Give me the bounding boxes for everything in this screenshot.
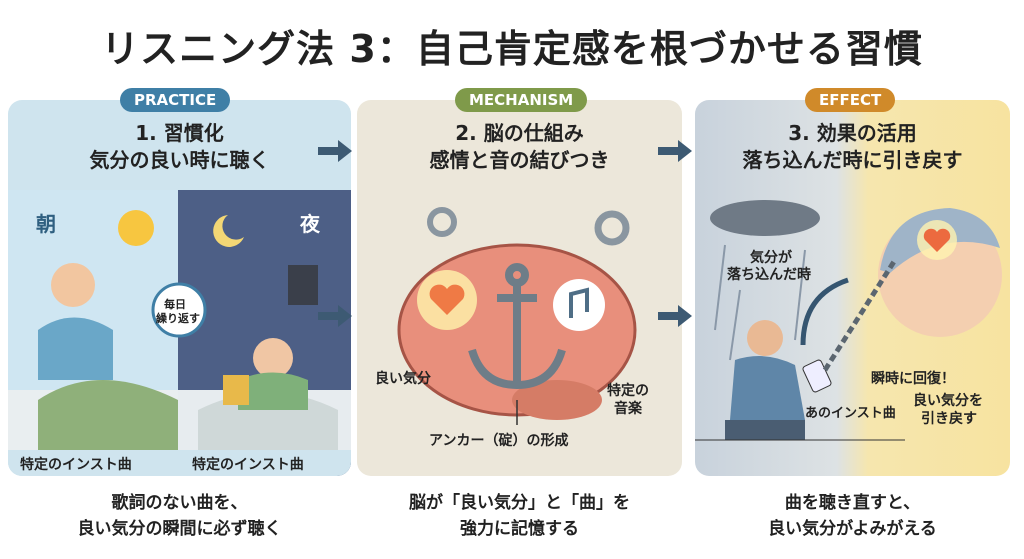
chain-icon bbox=[822, 258, 898, 372]
arrow-right-icon bbox=[318, 305, 352, 327]
effect-heading: 3. 効果の活用落ち込んだ時に引き戻す bbox=[695, 120, 1010, 174]
sun-icon bbox=[118, 210, 154, 246]
practice-heading: 1. 習慣化気分の良い時に聴く bbox=[8, 120, 351, 174]
song-label: あのインスト曲 bbox=[805, 406, 896, 421]
practice-badge: PRACTICE bbox=[120, 88, 231, 112]
pull-label-2: 引き戻す bbox=[921, 411, 977, 427]
practice-panel: 朝 夜 毎日 繰り返す 特定のインスト曲 特定のインスト曲 bbox=[8, 100, 351, 476]
morning-night-illustration bbox=[8, 190, 351, 476]
effect-panel: 気分が 落ち込んだ時 あのインスト曲 瞬時に回復！ 良い気分を 引き戻す bbox=[695, 100, 1010, 476]
arrow-right-icon bbox=[658, 305, 692, 327]
down-label-1: 気分が bbox=[750, 250, 792, 266]
gear-icon bbox=[594, 210, 630, 246]
gear-icon bbox=[427, 207, 457, 237]
music-label-2: 音楽 bbox=[614, 401, 642, 417]
instrumental-label-right: 特定のインスト曲 bbox=[192, 457, 304, 473]
anchor-label: アンカー（碇）の形成 bbox=[429, 433, 569, 449]
moon-icon bbox=[213, 215, 244, 247]
pull-label-1: 良い気分を bbox=[913, 393, 983, 409]
brain-illustration bbox=[397, 207, 637, 425]
effect-badge: EFFECT bbox=[805, 88, 896, 112]
heading-line-1: 3. 効果の活用 bbox=[788, 121, 917, 145]
page-title: リスニング法 3：自己肯定感を根づかせる習慣 bbox=[101, 27, 923, 71]
caption-line-2: 良い気分がよみがえる bbox=[768, 519, 937, 539]
heading-line-1: 2. 脳の仕組み bbox=[455, 121, 584, 145]
heading-line-2: 感情と音の結びつき bbox=[429, 148, 610, 172]
caption-line-2: 良い気分の瞬間に必ず聴く bbox=[77, 519, 282, 539]
caption-line-2: 強力に記憶する bbox=[460, 519, 579, 539]
mechanism-heading: 2. 脳の仕組み感情と音の結びつき bbox=[357, 120, 682, 174]
caption-line-1: 脳が「良い気分」と「曲」を bbox=[409, 493, 630, 513]
rain-cloud-icon bbox=[710, 200, 820, 236]
morning-label: 朝 bbox=[36, 212, 56, 236]
recover-label: 瞬時に回復！ bbox=[871, 371, 955, 387]
music-note-icon bbox=[553, 279, 605, 331]
instrumental-label-left: 特定のインスト曲 bbox=[20, 457, 132, 473]
good-mood-label: 良い気分 bbox=[375, 371, 431, 387]
down-label-2: 落ち込んだ時 bbox=[727, 267, 811, 283]
music-label-1: 特定の bbox=[607, 383, 649, 399]
heart-icon bbox=[429, 284, 465, 315]
cycle-label-2: 繰り返す bbox=[156, 312, 200, 325]
caption-line-1: 曲を聴き直すと、 bbox=[784, 493, 921, 513]
heading-line-2: 落ち込んだ時に引き戻す bbox=[742, 148, 963, 172]
mechanism-panel: 良い気分 特定の 音楽 アンカー（碇）の形成 bbox=[357, 100, 682, 476]
cycle-label-1: 毎日 bbox=[164, 298, 186, 311]
night-label: 夜 bbox=[300, 212, 320, 236]
heading-line-2: 気分の良い時に聴く bbox=[89, 148, 270, 172]
curved-arrow-icon bbox=[800, 277, 849, 346]
mechanism-caption: 脳が「良い気分」と「曲」を強力に記憶する bbox=[357, 490, 682, 542]
recovery-illustration bbox=[695, 200, 1002, 441]
practice-caption: 歌詞のない曲を、良い気分の瞬間に必ず聴く bbox=[8, 490, 351, 542]
heart-icon bbox=[923, 228, 951, 252]
arrow-right-icon bbox=[658, 140, 692, 162]
mechanism-badge: MECHANISM bbox=[455, 88, 588, 112]
heading-line-1: 1. 習慣化 bbox=[135, 121, 224, 145]
effect-caption: 曲を聴き直すと、良い気分がよみがえる bbox=[695, 490, 1010, 542]
arrow-right-icon bbox=[318, 140, 352, 162]
anchor-icon bbox=[468, 263, 566, 390]
caption-line-1: 歌詞のない曲を、 bbox=[111, 493, 248, 513]
